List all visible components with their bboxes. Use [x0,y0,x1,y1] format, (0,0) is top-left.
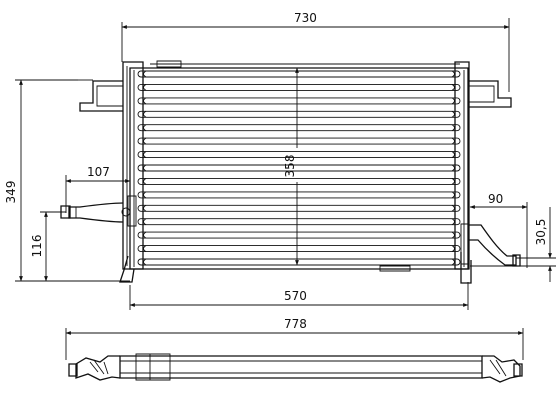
core-tube [138,165,460,171]
tube-end-cap [144,71,147,77]
label-outlet-offset: 90 [488,192,503,206]
tube-end-cap [144,98,147,104]
core-tube [138,178,460,184]
core-tube [138,205,460,211]
label-total-length: 778 [284,317,307,331]
tube-end-cap [452,98,455,104]
label-core-height: 358 [283,155,297,178]
tube-end-cap [452,138,455,144]
left-foot [120,256,134,282]
label-core-width: 570 [284,289,307,303]
core-tube [138,71,460,77]
right-mounting-bracket [469,81,511,107]
tube-end-cap [452,84,455,90]
tube-end-cap [452,205,455,211]
dimension-overall-width: 730 [121,11,510,92]
label-outlet-height: 30,5 [534,219,548,246]
core-tube [138,125,460,131]
dimension-height: 349 [4,79,130,282]
core-tube [138,84,460,90]
label-overall-width: 730 [294,11,317,25]
tube-end-cap [452,152,455,158]
tube-end-cap [452,111,455,117]
tube-end-cap [452,192,455,198]
core-tube [138,111,460,117]
tube-end-cap [144,152,147,158]
tube-end-cap [144,125,147,131]
dimension-total-length: 778 [65,317,524,360]
core-tube [138,138,460,144]
tube-end-cap [144,165,147,171]
tube-end-cap [144,111,147,117]
label-height: 349 [4,181,18,204]
tube-end-cap [144,84,147,90]
tube-end-cap [144,246,147,252]
condenser-front-view [61,61,520,283]
dimension-core-width: 570 [129,282,469,310]
inlet-pipe [61,196,136,226]
label-pipe-height: 116 [30,235,44,258]
condenser-top-view [69,354,522,382]
tube-end-cap [144,232,147,238]
dimension-outlet-height: 30,5 [470,207,556,282]
tube-end-cap [452,232,455,238]
core-tube [138,219,460,225]
dimension-pipe-height: 116 [30,211,66,282]
tube-end-cap [452,259,455,265]
core-tube [138,259,460,265]
tube-end-cap [144,219,147,225]
tube-end-cap [144,178,147,184]
tube-end-cap [452,178,455,184]
tube-end-cap [144,259,147,265]
dimension-outlet-offset: 90 [469,192,528,268]
core-tube [138,246,460,252]
core-tube [138,98,460,104]
tube-end-cap [452,71,455,77]
core-tube [138,192,460,198]
left-mounting-bracket [78,80,123,111]
core-tube [138,232,460,238]
outlet-pipe [461,224,520,283]
tube-end-cap [144,205,147,211]
core-tube [138,152,460,158]
tube-end-cap [452,246,455,252]
dimension-inlet-offset: 107 [65,165,131,213]
tube-end-cap [452,219,455,225]
tube-end-cap [144,138,147,144]
tube-end-cap [452,125,455,131]
core-tubes [138,71,460,265]
label-inlet-offset: 107 [87,165,110,179]
tube-end-cap [452,165,455,171]
tube-end-cap [144,192,147,198]
